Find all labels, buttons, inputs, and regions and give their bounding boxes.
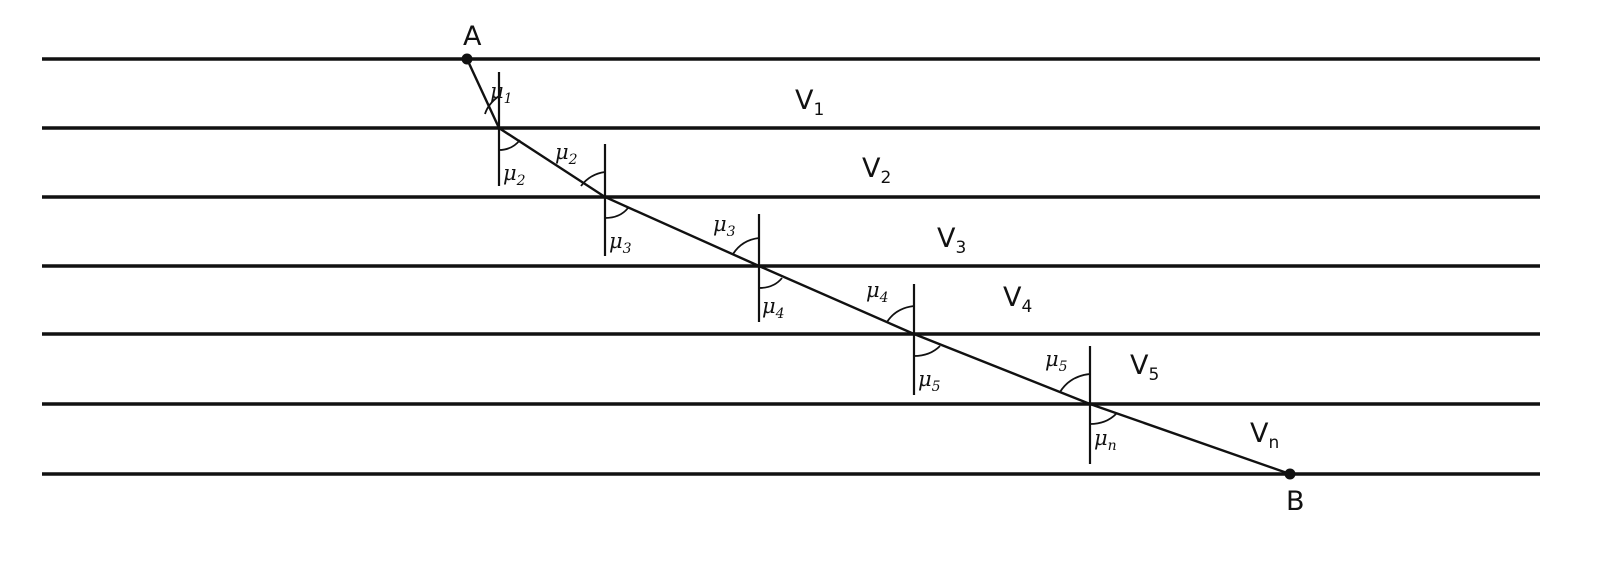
angle-arc-5 [732,237,760,255]
angle-arc-4 [604,207,629,219]
mu-label-3-above: μ3 [713,212,736,240]
velocity-label-3: V3 [937,223,966,258]
point-a-label: A [463,21,482,52]
layer-boundaries [42,57,1540,476]
mu-label-5-below: μ5 [918,367,941,395]
mu-label-4-above: μ4 [866,278,889,306]
angle-arc-7 [886,305,915,323]
velocity-label-n: Vn [1250,418,1279,453]
angle-arc-6 [758,277,783,289]
angle-arc-9 [1059,373,1091,393]
angle-arc-1 [484,95,500,115]
mu-label-4-below: μ4 [762,294,785,322]
mu-label-5-above: μ5 [1045,347,1068,375]
angle-arc-10 [1089,413,1117,425]
point-b-label: B [1286,486,1305,517]
mu-label-1: μ1 [490,79,513,107]
angle-arc-2 [498,139,521,151]
point-b [1284,468,1296,480]
mu-label-3-below: μ3 [609,229,632,257]
angle-arc-3 [580,171,606,187]
point-a [461,53,473,65]
mu-label-n-below: μn [1094,426,1117,454]
angle-arcs [484,95,1117,425]
normals [497,72,1092,464]
velocity-label-1: V1 [795,85,824,120]
angle-arc-8 [913,345,941,357]
mu-label-2-below: μ2 [503,161,526,189]
velocity-label-5: V5 [1130,350,1159,385]
velocity-label-4: V4 [1003,282,1032,317]
velocity-label-2: V2 [862,153,891,188]
mu-label-2-above: μ2 [555,140,578,168]
